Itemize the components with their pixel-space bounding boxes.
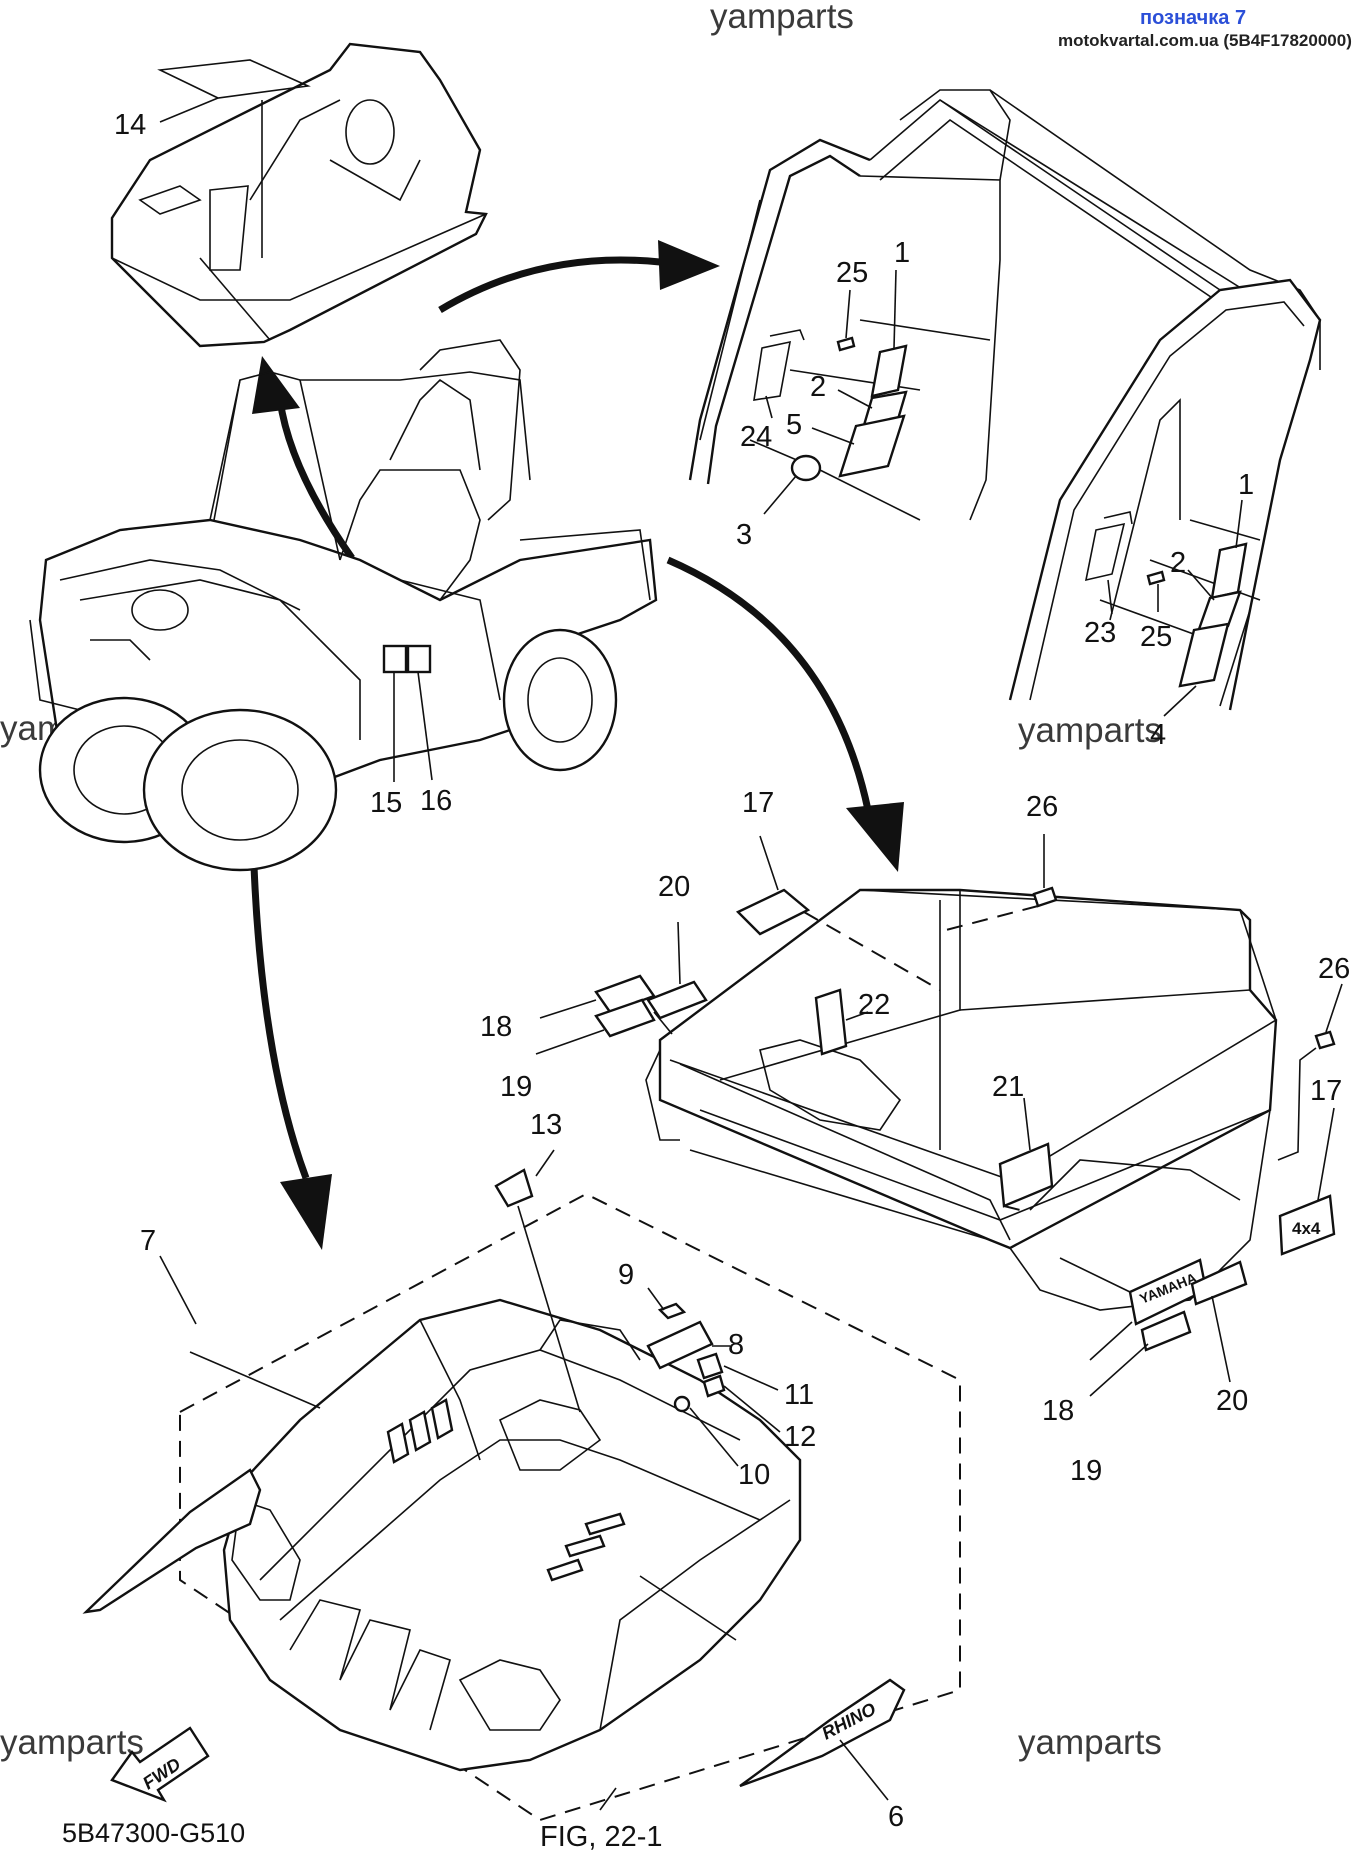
callout-5: 5: [786, 409, 802, 441]
callout-21: 21: [992, 1071, 1024, 1103]
callout-20: 20: [658, 871, 690, 903]
rivet-25-left: [836, 336, 856, 352]
rivet-9: [657, 1302, 687, 1320]
callout-4: 4: [1150, 719, 1166, 751]
decal-13-badge: [494, 1168, 534, 1208]
hood-panel: [222, 1298, 802, 1772]
roll-cage: [688, 89, 1322, 711]
decal-5-left: [838, 414, 906, 478]
callout-19: 19: [1070, 1455, 1102, 1487]
bracket-23: [1084, 522, 1126, 582]
decal-15-side: [382, 644, 408, 674]
callout-26: 26: [1318, 953, 1350, 985]
callout-9: 9: [618, 1259, 634, 1291]
decal-14-outline: [157, 59, 311, 99]
decal-12-label: [702, 1374, 726, 1398]
arrowhead-icon: [658, 240, 720, 290]
header-label: позначка 7: [1140, 7, 1246, 29]
callout-1: 1: [1238, 469, 1254, 501]
callout-7: 7: [140, 1225, 156, 1257]
decal-21-floor: [998, 1142, 1054, 1208]
callout-6: 6: [888, 1801, 904, 1833]
decal-22-inner: [814, 988, 848, 1056]
decal-17-side: [1278, 1194, 1336, 1256]
watermark: yamparts: [0, 1723, 144, 1762]
decal-20-side: [1190, 1260, 1248, 1306]
decal-8-plate: [646, 1320, 714, 1370]
decal-20-left: [646, 980, 708, 1020]
rivet-25-right: [1146, 570, 1166, 586]
callout-10: 10: [738, 1459, 770, 1491]
decal-26-top: [1032, 886, 1058, 908]
callout-12: 12: [784, 1421, 816, 1453]
arrowhead-icon: [280, 1174, 332, 1250]
decal-1-left: [870, 344, 908, 398]
decal-26-side: [1314, 1030, 1336, 1050]
bracket-24: [753, 340, 792, 401]
arrowhead-icon: [252, 356, 300, 414]
watermark: yamparts: [710, 0, 854, 36]
callout-3: 3: [736, 519, 752, 551]
top-cover-panel: [110, 42, 488, 348]
callout-24: 24: [740, 421, 772, 453]
callout-13: 13: [530, 1109, 562, 1141]
callout-19: 19: [500, 1071, 532, 1103]
arrow-to-roll-cage: [438, 256, 661, 314]
hood-group-boundary: [179, 1192, 961, 1822]
decal-19-side: [1140, 1310, 1192, 1352]
arrow-to-cargo-bed: [666, 556, 872, 811]
decal-18-left: [594, 974, 656, 1014]
decal-4x4-text: 4x4: [1292, 1219, 1321, 1238]
grommet-10: [673, 1395, 691, 1413]
decal-6-rhino: [739, 1678, 906, 1788]
arrow-to-hood: [250, 865, 310, 1180]
callout-1: 1: [894, 237, 910, 269]
callout-18: 18: [480, 1011, 512, 1043]
watermark: yamparts: [1018, 711, 1162, 750]
callout-17: 17: [742, 787, 774, 819]
callout-26: 26: [1026, 791, 1058, 823]
cargo-bed: [645, 888, 1278, 1311]
decal-17-top: [735, 888, 811, 936]
decal-7-stripe: [82, 1468, 262, 1614]
decal-16-side: [406, 644, 432, 674]
callout-25: 25: [1140, 621, 1172, 653]
figure-reference: FIG, 22-1: [540, 1821, 663, 1853]
callout-2: 2: [1170, 547, 1186, 579]
callout-15: 15: [370, 787, 402, 819]
decal-4-right: [1178, 622, 1230, 688]
callout-17: 17: [1310, 1075, 1342, 1107]
decal-19-left: [594, 998, 656, 1038]
flow-arrows: [250, 240, 904, 1250]
decal-3-round: [790, 454, 822, 482]
arrowhead-icon: [846, 802, 904, 872]
callout-18: 18: [1042, 1395, 1074, 1427]
header-source: motokvartal.com.ua (5B4F17820000): [1058, 31, 1352, 50]
callout-2: 2: [810, 371, 826, 403]
arrow-to-top-cover: [276, 399, 355, 561]
watermark: yamparts: [1018, 1723, 1162, 1762]
vehicle-overview: [29, 339, 658, 872]
callout-8: 8: [728, 1329, 744, 1361]
decal-11-label: [696, 1352, 724, 1380]
callout-11: 11: [784, 1379, 814, 1411]
callout-14: 14: [114, 109, 146, 141]
callout-25: 25: [836, 257, 868, 289]
callout-23: 23: [1084, 617, 1116, 649]
callout-16: 16: [420, 785, 452, 817]
callout-20: 20: [1216, 1385, 1248, 1417]
callout-22: 22: [858, 989, 890, 1021]
part-code: 5B47300-G510: [62, 1818, 245, 1848]
